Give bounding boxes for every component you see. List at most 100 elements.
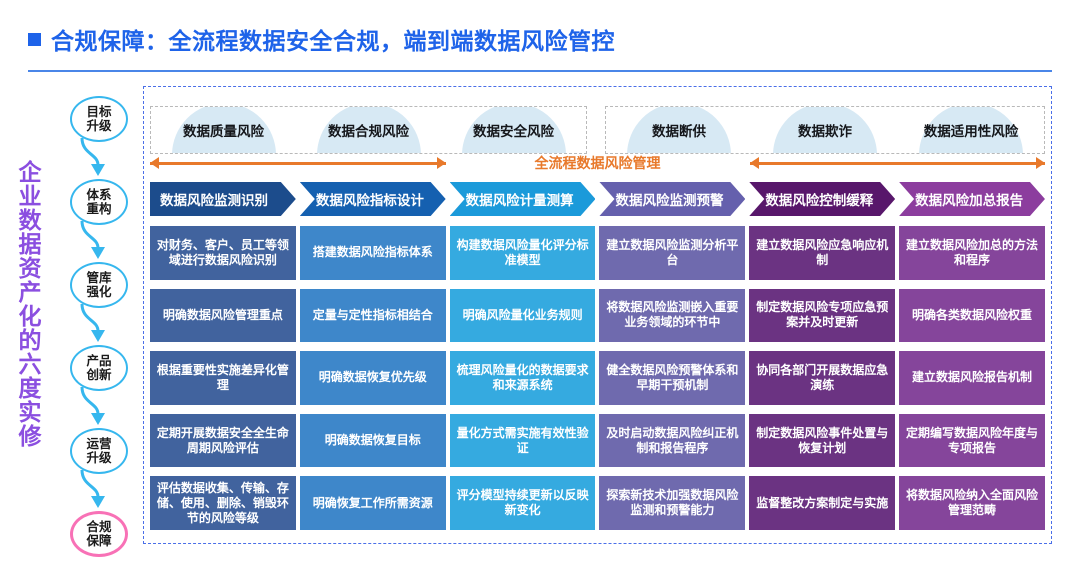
process-cell-6-5[interactable]: 将数据风险纳入全面风险管理范畴 bbox=[899, 476, 1045, 530]
process-stage-header-3[interactable]: 数据风险计量测算 bbox=[450, 182, 596, 216]
process-column-4: 数据风险监测预警建立数据风险监测分析平台将数据风险监测嵌入重要业务领域的环节中健… bbox=[599, 182, 746, 530]
process-cell-4-3[interactable]: 健全数据风险预警体系和早期干预机制 bbox=[599, 351, 746, 405]
process-column-6: 数据风险加总报告建立数据风险加总的方法和程序明确各类数据风险权重建立数据风险报告… bbox=[899, 182, 1045, 530]
process-cell-6-2[interactable]: 明确各类数据风险权重 bbox=[899, 288, 1045, 343]
risk-tag-label: 数据断供 bbox=[652, 124, 706, 139]
risk-tag-left-1[interactable]: 数据质量风险 bbox=[151, 107, 296, 153]
process-cell-3-3[interactable]: 梳理风险量化的数据要求和来源系统 bbox=[449, 351, 596, 405]
process-cell-3-4[interactable]: 量化方式需实施有效性验证 bbox=[449, 413, 596, 468]
process-cell-3-5[interactable]: 评分模型持续更新以反映新变化 bbox=[449, 476, 596, 530]
band-label: 全流程数据风险管理 bbox=[534, 155, 661, 171]
process-cell-list: 建立数据风险加总的方法和程序明确各类数据风险权重建立数据风险报告机制定期编写数据… bbox=[899, 226, 1045, 530]
stage-node-1[interactable]: 目标升级 bbox=[70, 96, 128, 142]
process-stage-header-6[interactable]: 数据风险加总报告 bbox=[899, 182, 1045, 216]
process-cell-4-2[interactable]: 将数据风险监测嵌入重要业务领域的环节中 bbox=[599, 288, 746, 343]
stage-label-line2: 强化 bbox=[86, 285, 112, 299]
process-cell-5-3[interactable]: 协同各部门开展数据应急演练 bbox=[749, 351, 896, 405]
stage-node-5[interactable]: 运营升级 bbox=[70, 428, 128, 474]
stage-connector-arrow-1 bbox=[78, 137, 106, 176]
band-arrow-right bbox=[750, 162, 1045, 165]
process-cell-1-3[interactable]: 根据重要性实施差异化管理 bbox=[150, 351, 296, 405]
page-title-text: 合规保障：全流程数据安全合规，端到端数据风险管控 bbox=[51, 28, 615, 54]
process-cell-1-2[interactable]: 明确数据风险管理重点 bbox=[150, 288, 296, 343]
risk-tag-right-3[interactable]: 数据适用性风险 bbox=[898, 107, 1044, 153]
process-stage-header-4[interactable]: 数据风险监测预警 bbox=[599, 182, 745, 216]
stage-node-6[interactable]: 合规保障 bbox=[70, 511, 128, 557]
stage-label-line1: 产品 bbox=[86, 354, 112, 368]
process-cell-4-1[interactable]: 建立数据风险监测分析平台 bbox=[599, 226, 746, 280]
process-cell-3-1[interactable]: 构建数据风险量化评分标准模型 bbox=[449, 226, 596, 280]
process-cell-1-5[interactable]: 评估数据收集、传输、存储、使用、删除、销毁环节的风险等级 bbox=[150, 476, 296, 530]
risk-tag-label: 数据欺诈 bbox=[798, 124, 852, 139]
stage-connector-arrow-5 bbox=[78, 469, 106, 508]
process-cell-2-5[interactable]: 明确恢复工作所需资源 bbox=[299, 476, 446, 530]
band-arrowhead-left-start bbox=[150, 157, 159, 169]
process-cell-6-1[interactable]: 建立数据风险加总的方法和程序 bbox=[899, 226, 1045, 280]
process-column-5: 数据风险控制缓释建立数据风险应急响应机制制定数据风险专项应急预案并及时更新协同各… bbox=[749, 182, 896, 530]
process-span-band: 全流程数据风险管理 bbox=[150, 152, 1045, 176]
stage-label-line1: 合规 bbox=[86, 520, 112, 534]
diagram-panel bbox=[143, 86, 1052, 544]
stage-node-3[interactable]: 管库强化 bbox=[70, 262, 128, 308]
process-stage-header-1[interactable]: 数据风险监测识别 bbox=[150, 182, 296, 216]
stage-connector-arrow-3 bbox=[78, 303, 106, 342]
stage-rail: 目标升级体系重构管库强化产品创新运营升级合规保障 bbox=[60, 96, 142, 557]
band-arrowhead-right-start bbox=[750, 157, 759, 169]
process-column-3: 数据风险计量测算构建数据风险量化评分标准模型明确风险量化业务规则梳理风险量化的数… bbox=[449, 182, 596, 530]
risk-tag-label: 数据安全风险 bbox=[473, 124, 554, 139]
process-cell-list: 建立数据风险监测分析平台将数据风险监测嵌入重要业务领域的环节中健全数据风险预警体… bbox=[599, 226, 746, 530]
process-cell-2-2[interactable]: 定量与定性指标相结合 bbox=[299, 288, 446, 343]
risk-tag-label: 数据合规风险 bbox=[328, 124, 409, 139]
risk-tag-right-2[interactable]: 数据欺诈 bbox=[752, 107, 898, 153]
stage-label-line2: 升级 bbox=[86, 451, 112, 465]
process-cell-2-3[interactable]: 明确数据恢复优先级 bbox=[299, 351, 446, 405]
process-cell-5-4[interactable]: 制定数据风险事件处置与恢复计划 bbox=[749, 413, 896, 468]
risk-tag-right-1[interactable]: 数据断供 bbox=[606, 107, 752, 153]
stage-circle-4[interactable]: 产品创新 bbox=[70, 345, 128, 391]
page-title: 合规保障：全流程数据安全合规，端到端数据风险管控 bbox=[28, 22, 615, 56]
title-bullet-icon bbox=[28, 32, 41, 46]
band-arrow-left bbox=[150, 162, 446, 165]
stage-label-line2: 升级 bbox=[86, 119, 112, 133]
stage-label-line2: 创新 bbox=[86, 368, 112, 382]
risk-tag-left-2[interactable]: 数据合规风险 bbox=[296, 107, 441, 153]
stage-label-line1: 目标 bbox=[86, 105, 112, 119]
process-column-2: 数据风险指标设计搭建数据风险指标体系定量与定性指标相结合明确数据恢复优先级明确数… bbox=[299, 182, 446, 530]
stage-label-line1: 运营 bbox=[86, 437, 112, 451]
process-cell-1-1[interactable]: 对财务、客户、员工等领域进行数据风险识别 bbox=[150, 226, 296, 280]
process-cell-2-1[interactable]: 搭建数据风险指标体系 bbox=[299, 226, 446, 280]
stage-label-line2: 重构 bbox=[86, 202, 112, 216]
risk-tag-label: 数据适用性风险 bbox=[923, 124, 1019, 139]
process-cell-5-1[interactable]: 建立数据风险应急响应机制 bbox=[749, 226, 896, 280]
process-cell-3-2[interactable]: 明确风险量化业务规则 bbox=[449, 288, 596, 343]
process-cell-5-5[interactable]: 监督整改方案制定与实施 bbox=[749, 476, 896, 530]
stage-node-2[interactable]: 体系重构 bbox=[70, 179, 128, 225]
process-cell-4-4[interactable]: 及时启动数据风险纠正机制和报告程序 bbox=[599, 413, 746, 468]
process-cell-1-4[interactable]: 定期开展数据安全全生命周期风险评估 bbox=[150, 413, 296, 468]
stage-connector-arrow-2 bbox=[78, 220, 106, 259]
process-cell-6-4[interactable]: 定期编写数据风险年度与专项报告 bbox=[899, 413, 1045, 468]
risk-tag-group-left: 数据质量风险 数据合规风险 数据安全风险 bbox=[150, 106, 587, 154]
stage-node-4[interactable]: 产品创新 bbox=[70, 345, 128, 391]
process-cell-5-2[interactable]: 制定数据风险专项应急预案并及时更新 bbox=[749, 288, 896, 343]
stage-circle-5[interactable]: 运营升级 bbox=[70, 428, 128, 474]
stage-circle-1[interactable]: 目标升级 bbox=[70, 96, 128, 142]
vertical-series-label: 企业数据资产化的六度实修 bbox=[15, 160, 41, 448]
process-stage-header-5[interactable]: 数据风险控制缓释 bbox=[749, 182, 895, 216]
process-grid: 数据风险监测识别对财务、客户、员工等领域进行数据风险识别明确数据风险管理重点根据… bbox=[150, 182, 1045, 530]
risk-tag-group-right: 数据断供 数据欺诈 数据适用性风险 bbox=[605, 106, 1045, 154]
risk-tag-left-3[interactable]: 数据安全风险 bbox=[441, 107, 586, 153]
process-cell-list: 对财务、客户、员工等领域进行数据风险识别明确数据风险管理重点根据重要性实施差异化… bbox=[150, 226, 296, 530]
process-stage-header-2[interactable]: 数据风险指标设计 bbox=[300, 182, 446, 216]
stage-circle-3[interactable]: 管库强化 bbox=[70, 262, 128, 308]
process-cell-list: 搭建数据风险指标体系定量与定性指标相结合明确数据恢复优先级明确数据恢复目标明确恢… bbox=[299, 226, 446, 530]
band-arrowhead-right-end bbox=[1036, 157, 1045, 169]
process-cell-4-5[interactable]: 探索新技术加强数据风险监测和预警能力 bbox=[599, 476, 746, 530]
process-cell-list: 构建数据风险量化评分标准模型明确风险量化业务规则梳理风险量化的数据要求和来源系统… bbox=[449, 226, 596, 530]
process-cell-2-4[interactable]: 明确数据恢复目标 bbox=[299, 413, 446, 468]
stage-circle-6[interactable]: 合规保障 bbox=[70, 511, 128, 557]
stage-connector-arrow-4 bbox=[78, 386, 106, 425]
stage-label-line2: 保障 bbox=[86, 534, 112, 548]
stage-circle-2[interactable]: 体系重构 bbox=[70, 179, 128, 225]
process-cell-6-3[interactable]: 建立数据风险报告机制 bbox=[899, 351, 1045, 405]
